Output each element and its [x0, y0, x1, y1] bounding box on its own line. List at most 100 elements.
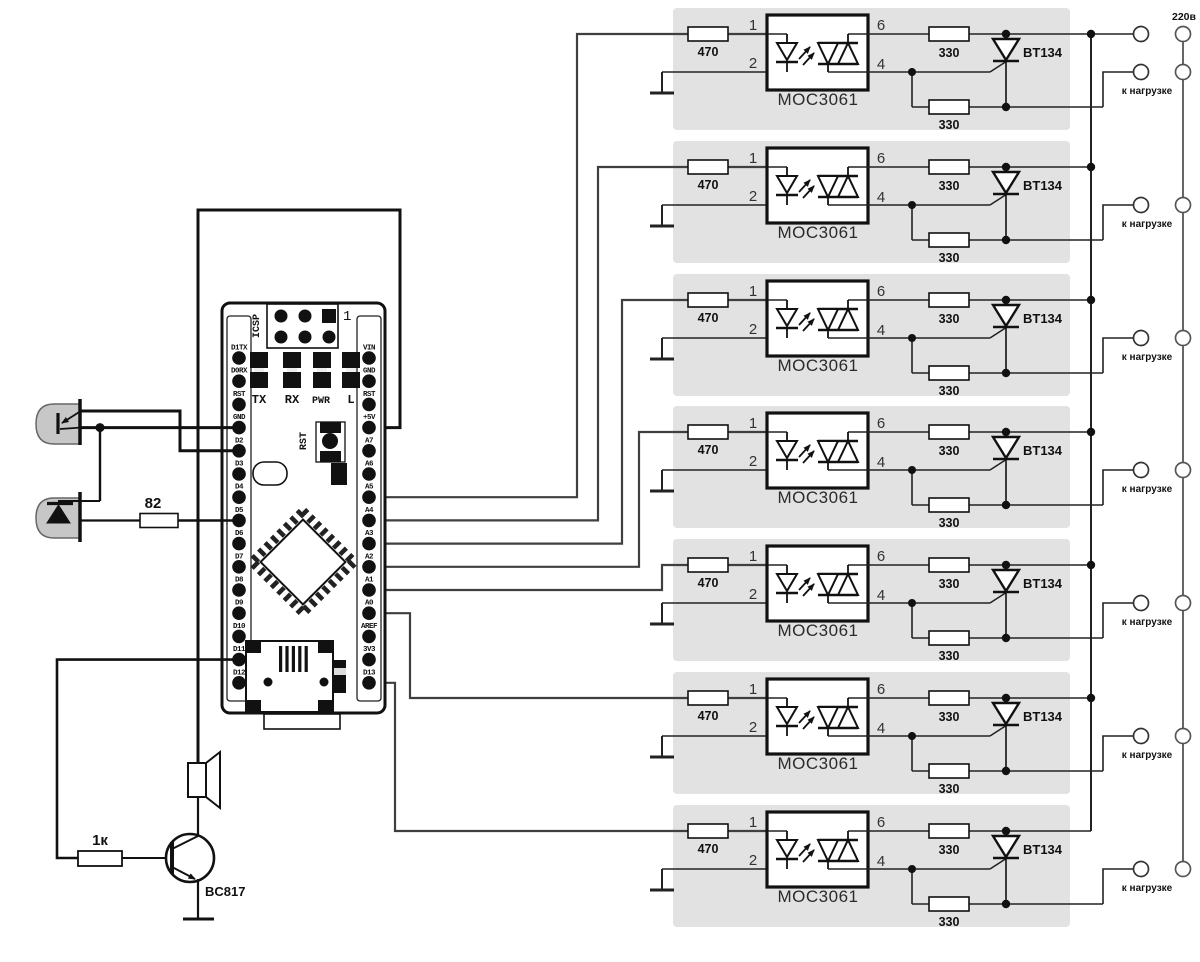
- channel-4-pin1-label: 1: [749, 415, 757, 432]
- pin-left-3-label: GND: [233, 414, 246, 422]
- pin-right-6: [362, 490, 376, 505]
- pin-right-0: [362, 351, 376, 365]
- channel-2-module: [673, 141, 1070, 263]
- pin-right-12-label: AREF: [361, 623, 378, 631]
- channel-4-optotriac-icon: [816, 440, 840, 465]
- led-l-icon: [342, 352, 360, 368]
- channel-4-load-terminal: [1132, 461, 1150, 479]
- channel-5-triac-label: BT134: [1023, 576, 1063, 591]
- channel-5-optocoupler-label: MOC3061: [778, 621, 859, 640]
- pin-right-9-label: A2: [365, 553, 374, 561]
- pin-left-0-label: D1TX: [231, 345, 248, 353]
- led-tx-icon: [250, 352, 268, 368]
- channel-4-mains-terminal: [1174, 461, 1192, 479]
- crystal-icon: [252, 461, 288, 486]
- channel-6-resistor-top-label: 330: [939, 710, 960, 724]
- channel-6-junction: [908, 732, 916, 740]
- channel-7-load-label: к нагрузке: [1122, 883, 1173, 894]
- channel-6-load-wire: [1102, 735, 1133, 771]
- pin-left-7-label: D5: [235, 507, 244, 515]
- channel-7-input-resistor: [687, 823, 729, 839]
- channel-3-junction: [908, 334, 916, 342]
- pin-right-7: [362, 513, 376, 528]
- channel-5-input-resistor-label: 470: [698, 576, 719, 590]
- channel-4-load-wire: [1102, 469, 1133, 505]
- led-tx-label: TX: [252, 393, 267, 407]
- channel-1-pin4-label: 4: [877, 56, 885, 73]
- led-rx-icon: [283, 352, 301, 368]
- channel-6-resistor-top: [928, 690, 970, 706]
- channel-3-load-wire: [1102, 337, 1133, 373]
- channel-5-resistor-top: [928, 557, 970, 573]
- channel-4-pin4-label: 4: [877, 454, 885, 471]
- pin-left-9: [232, 560, 246, 574]
- channel-1-resistor-top-label: 330: [939, 46, 960, 60]
- channel-6-triac-label: BT134: [1023, 709, 1063, 724]
- channel-4-junction: [908, 466, 916, 474]
- channel-5-pin6-label: 6: [877, 548, 885, 565]
- channel-1-resistor-top: [928, 26, 970, 42]
- channel-6-triac-icon: [990, 701, 1022, 727]
- pin-left-12-label: D10: [233, 623, 246, 631]
- channel-4-triac-label: BT134: [1023, 443, 1063, 458]
- channel-4-input-resistor: [687, 424, 729, 440]
- pin-left-11: [232, 606, 246, 620]
- channel-3-resistor-top-label: 330: [939, 312, 960, 326]
- led-l-label: L: [347, 393, 354, 407]
- pin-left-10-label: D8: [235, 577, 244, 585]
- channel-7-pin2-label: 2: [749, 852, 757, 869]
- channel-6-resistor-bottom: [928, 763, 970, 779]
- channel-7-pin6-label: 6: [877, 814, 885, 831]
- pin-right-2-label: RST: [363, 391, 376, 399]
- channel-4-resistor-top: [928, 424, 970, 440]
- pin-right-9: [362, 560, 376, 574]
- pin-right-11-label: A0: [365, 600, 374, 608]
- channel-2-led-icon: [775, 175, 799, 195]
- channel-1-load-label: к нагрузке: [1122, 86, 1173, 97]
- channel-1-resistor-bottom-label: 330: [939, 118, 960, 132]
- channel-6-load-terminal: [1132, 727, 1150, 745]
- pin-right-4-label: A7: [365, 437, 373, 445]
- pin-left-4-label: D2: [235, 437, 244, 445]
- channel-7-mains-terminal: [1174, 860, 1192, 878]
- channel-2-load-label: к нагрузке: [1122, 219, 1173, 230]
- pin-right-8-label: A3: [365, 530, 374, 538]
- pin-right-10: [362, 583, 376, 597]
- reset-silkscreen-label: RST: [299, 432, 310, 450]
- channel-2-resistor-top-label: 330: [939, 179, 960, 193]
- channel-1-triac-icon: [990, 37, 1022, 63]
- pin-left-1: [232, 374, 246, 389]
- channel-4-led-icon: [775, 440, 799, 460]
- channel-2-optocoupler-label: MOC3061: [778, 223, 859, 242]
- channel-6-pin6-label: 6: [877, 681, 885, 698]
- channel-6-led-icon: [775, 706, 799, 726]
- channel-3-led-icon: [775, 308, 799, 328]
- channel-2-input-resistor: [687, 159, 729, 175]
- pin-left-12: [232, 629, 246, 644]
- channel-7-resistor-bottom-label: 330: [939, 915, 960, 929]
- pin-left-10: [232, 583, 246, 597]
- channel-3-pin1-label: 1: [749, 283, 757, 300]
- channel-3-pin2-label: 2: [749, 321, 757, 338]
- channel-3-load-terminal: [1132, 329, 1150, 347]
- channel-2-input-wire: [373, 165, 768, 522]
- pin-left-6-label: D4: [235, 484, 244, 492]
- led-pwr-label: PWR: [312, 396, 330, 407]
- channel-4-pin6-label: 6: [877, 415, 885, 432]
- channel-1-input-resistor-label: 470: [698, 45, 719, 59]
- channel-6-pin4-label: 4: [877, 720, 885, 737]
- pin-right-2: [362, 397, 376, 412]
- channel-5-input-resistor: [687, 557, 729, 573]
- icsp-label: ICSP: [252, 314, 263, 338]
- resistor-82-label: 82: [145, 495, 162, 512]
- pin-left-14-label: D12: [233, 669, 246, 677]
- qfp-chip: [245, 504, 361, 620]
- channel-4-resistor-bottom-label: 330: [939, 516, 960, 530]
- mains-terminal-a: [1132, 25, 1150, 43]
- channel-7-triac-icon: [990, 834, 1022, 860]
